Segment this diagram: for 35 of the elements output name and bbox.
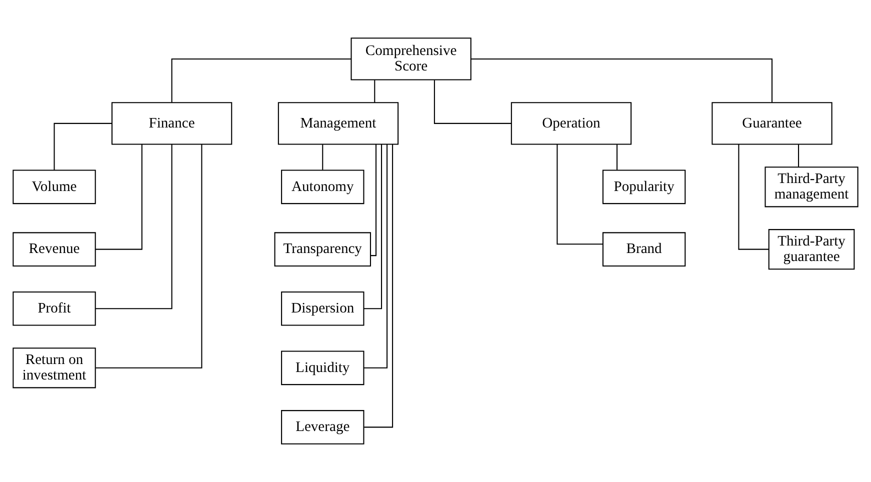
node-box: Return on investment — [12, 348, 96, 388]
node-box: Volume — [12, 170, 96, 204]
node-box: Profit — [12, 291, 96, 326]
connector — [556, 144, 603, 245]
connector — [95, 144, 172, 310]
node-box: Leverage — [281, 410, 364, 444]
connector — [738, 144, 769, 250]
connector — [364, 144, 394, 428]
connector — [364, 144, 382, 310]
connector — [798, 144, 800, 167]
node-box: Guarantee — [712, 102, 832, 145]
node-box: Popularity — [602, 170, 686, 204]
node-box: Dispersion — [281, 291, 364, 326]
node-box: Operation — [510, 102, 632, 145]
node-box: Brand — [602, 232, 686, 266]
node-box: Third-Party guarantee — [768, 229, 855, 270]
connector — [370, 144, 377, 256]
connector — [434, 80, 512, 124]
node-box: Transparency — [274, 232, 371, 266]
connector — [96, 144, 202, 368]
connector — [54, 122, 112, 170]
node-box: Autonomy — [281, 170, 364, 204]
connector — [616, 144, 618, 170]
node-box: Revenue — [12, 232, 96, 266]
node-box: Comprehensive Score — [350, 38, 472, 80]
connector — [364, 144, 388, 368]
connector — [171, 58, 351, 102]
node-box: Liquidity — [281, 350, 364, 386]
connector — [374, 80, 376, 103]
node-box: Third-Party management — [764, 166, 858, 208]
node-box: Management — [278, 102, 399, 145]
connector — [322, 144, 324, 170]
connector — [471, 58, 773, 102]
connector — [96, 144, 142, 250]
node-box: Finance — [111, 102, 232, 145]
